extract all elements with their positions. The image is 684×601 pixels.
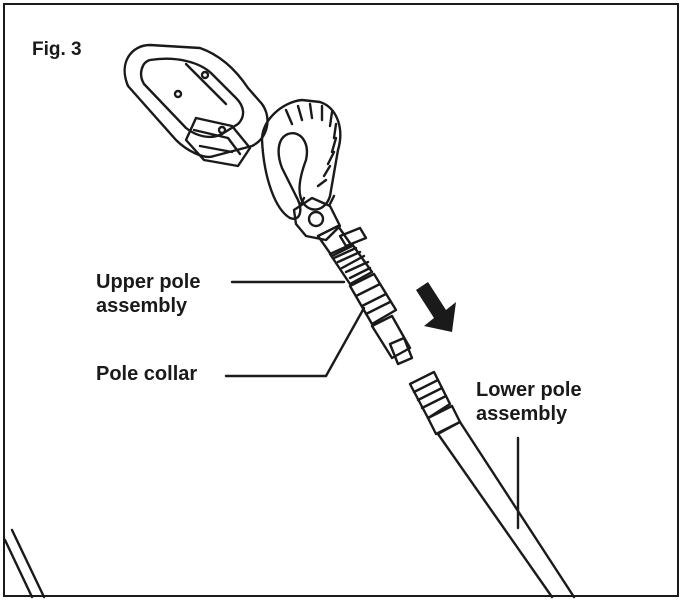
figure-label: Fig. 3 [32,39,82,60]
lower-pole [408,370,576,599]
pole-collar-leader [224,306,366,378]
main-handle [123,43,269,159]
assist-handle [260,98,342,220]
guard-edge-inner [10,528,46,599]
upper-pole [316,224,414,366]
battery-block [184,116,252,168]
upper-pole-assembly-label: Upper pole assembly [96,271,201,317]
down-arrow-icon [416,282,456,332]
pole-collar-label: Pole collar [96,363,198,385]
figure-frame [3,3,679,597]
lower-pole-assembly-label: Lower pole assembly [476,379,582,425]
guard-edge [3,538,34,599]
handle-clamp-knob [292,194,342,242]
